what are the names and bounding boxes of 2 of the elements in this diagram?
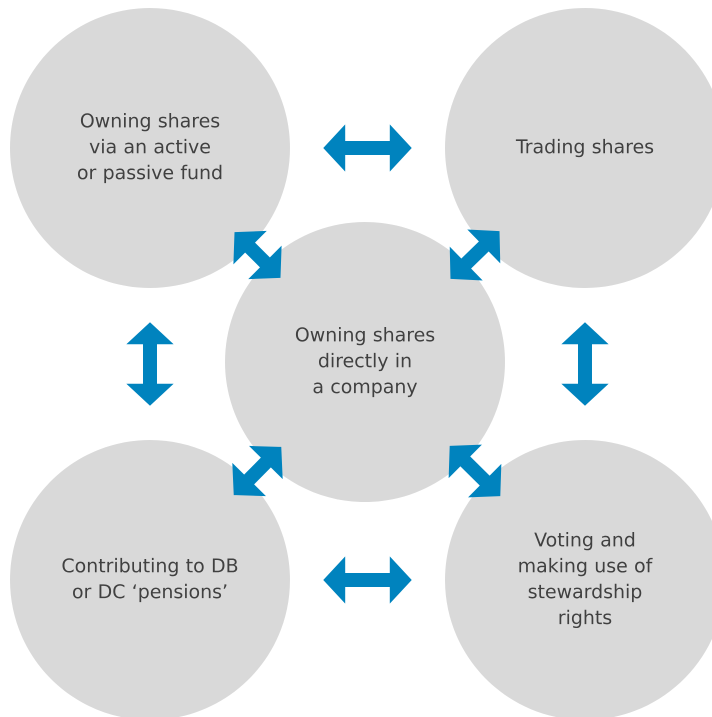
double-arrow bbox=[448, 444, 502, 498]
double-arrow bbox=[450, 230, 500, 280]
